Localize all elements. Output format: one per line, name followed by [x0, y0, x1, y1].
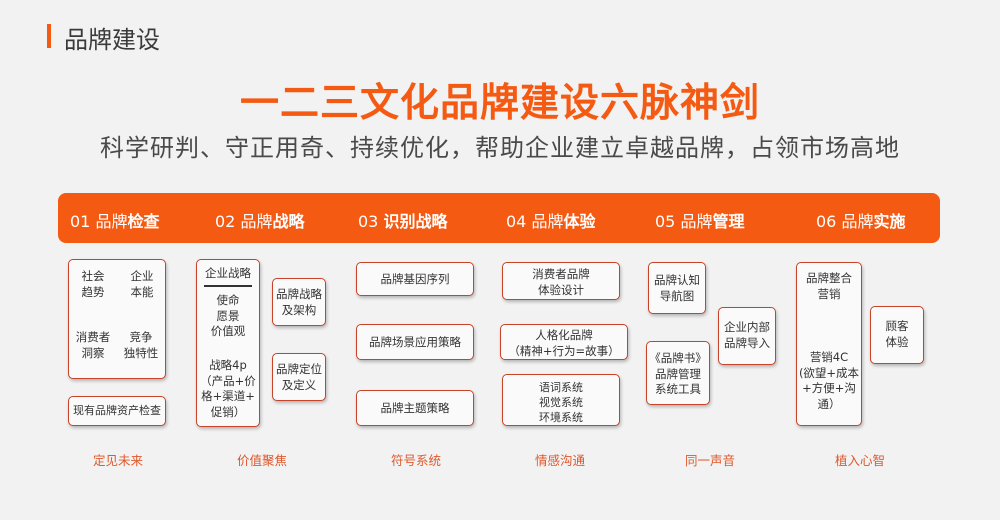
col6-main-box	[796, 262, 862, 426]
col5-box-1: 品牌认知 导航图	[648, 262, 706, 314]
col3-box-1: 品牌基因序列	[356, 262, 474, 296]
stage-4-num: 04 品牌	[506, 212, 564, 231]
footer-2: 价值聚焦	[236, 453, 287, 468]
col6-side-box: 顾客 体验	[870, 306, 924, 364]
col2-main-4p: 战略4p （产品+价 格+渠道+ 促销）	[200, 358, 256, 419]
col1-box	[68, 259, 166, 379]
col3-box-2: 品牌场景应用策略	[356, 324, 474, 360]
col2-main-box	[196, 259, 260, 427]
col1-cell-instinct: 企业 本能	[130, 269, 154, 299]
stage-3-num: 03	[358, 212, 384, 231]
stage-1-label: 检查	[127, 212, 160, 231]
stage-5-num: 05 品牌	[655, 212, 713, 231]
stage-3: 03 识别战略	[358, 208, 447, 232]
stage-2: 02 品牌战略	[215, 208, 304, 232]
stage-6-label: 实施	[873, 212, 906, 231]
col6-main-bottom: 营销4C (欲望+成本 +方便+沟 通）	[798, 350, 860, 411]
footer-5: 同一声音	[684, 453, 735, 468]
col1-cell-consumer: 消费者 洞察	[75, 330, 111, 360]
stage-5: 05 品牌管理	[655, 208, 744, 232]
col1-cell-competition: 竞争 独特性	[123, 330, 159, 360]
footer-6: 植入心智	[834, 453, 885, 468]
col4-box-1: 消费者品牌 体验设计	[502, 262, 620, 300]
col6-main-top: 品牌整合 营销	[806, 271, 852, 301]
col1-bottom-box: 现有品牌资产检查	[68, 396, 166, 426]
col5-box-3: 企业内部 品牌导入	[718, 307, 776, 365]
stage-1-num: 01 品牌	[70, 212, 128, 231]
main-title: 一二三文化品牌建设六脉神剑	[239, 81, 760, 126]
stage-5-label: 管理	[712, 212, 745, 231]
col2-main-items: 使命 愿景 价值观	[210, 293, 246, 339]
footer-1: 定见未来	[92, 453, 143, 468]
col4-box-3: 语词系统 视觉系统 环境系统	[502, 374, 620, 426]
header-title: 品牌建设	[64, 26, 160, 54]
col5-box-2: 《品牌书》 品牌管理 系统工具	[646, 341, 710, 405]
stage-2-num: 02 品牌	[215, 212, 273, 231]
col2-side-box-1: 品牌战略 及架构	[272, 278, 326, 326]
stage-4: 04 品牌体验	[506, 208, 595, 232]
col2-divider	[204, 285, 252, 287]
stage-4-label: 体验	[563, 212, 596, 231]
stage-3-label: 识别战略	[383, 212, 448, 231]
stage-bar	[58, 193, 940, 243]
footer-4: 情感沟通	[534, 453, 585, 468]
stage-6: 06 品牌实施	[816, 208, 905, 232]
col4-box-2: 人格化品牌 （精神+行为=故事）	[500, 324, 628, 360]
header-accent-bar	[47, 24, 51, 48]
footer-3: 符号系统	[390, 453, 441, 468]
subtitle: 科学研判、守正用奇、持续优化，帮助企业建立卓越品牌，占领市场高地	[100, 134, 900, 162]
stage-2-label: 战略	[272, 212, 305, 231]
stage-6-num: 06 品牌	[816, 212, 874, 231]
stage-1: 01 品牌检查	[70, 208, 159, 232]
col1-cell-society: 社会 趋势	[81, 269, 105, 299]
col2-main-title: 企业战略	[205, 266, 251, 280]
col3-box-3: 品牌主题策略	[356, 390, 474, 426]
col2-side-box-2: 品牌定位 及定义	[272, 353, 326, 401]
